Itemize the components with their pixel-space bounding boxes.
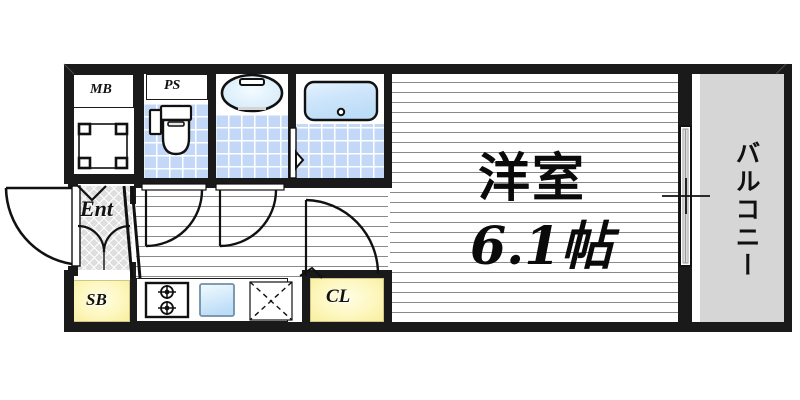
wall-closet-top [302,270,390,278]
meter-box-label: MB [90,82,112,97]
wall-wet-block-bottom [134,178,392,188]
entry-jamb-top [68,178,78,188]
kitchen-counter [136,278,288,322]
vanity-counter [216,76,288,114]
balcony-label: バルコニー [732,140,761,280]
closet [310,278,384,322]
wall-kitchen-left [130,278,136,328]
closet-label: CL [326,286,351,307]
main-room-name-label: 洋室 [478,149,587,209]
wall-toilet-mb [134,68,144,188]
shoe-box-label: SB [86,290,107,309]
wall-washroom-toilet [208,68,216,188]
wall-mb-bottom [64,174,138,184]
pipe-shaft-box [146,74,208,100]
shoe-box [72,280,130,322]
main-room-floor [390,72,678,322]
wall-right [784,64,792,332]
hallway-floor [136,186,388,278]
toilet-floor [144,104,208,184]
wall-top [64,64,786,74]
wall-bottom [64,322,786,332]
balcony-floor [700,72,784,322]
pipe-shaft-label: PS [164,78,181,93]
wall-room-balcony [678,64,692,332]
wall-left-lower [64,270,74,332]
wall-left-upper [64,64,74,184]
wall-closet-left [302,270,310,326]
wall-entry-partition [130,186,136,204]
entrance-label: Ent [80,196,114,221]
main-room-size-label: 6.1帖 [470,216,613,277]
entry-jamb-bottom [68,266,78,276]
entrance-door-swing [4,185,81,267]
wall-closet-right [384,270,392,326]
washer-alcove [72,118,134,174]
wall-bath-washroom [288,68,296,188]
bathtub-alcove [296,76,384,124]
wall-bath-room [384,64,392,188]
